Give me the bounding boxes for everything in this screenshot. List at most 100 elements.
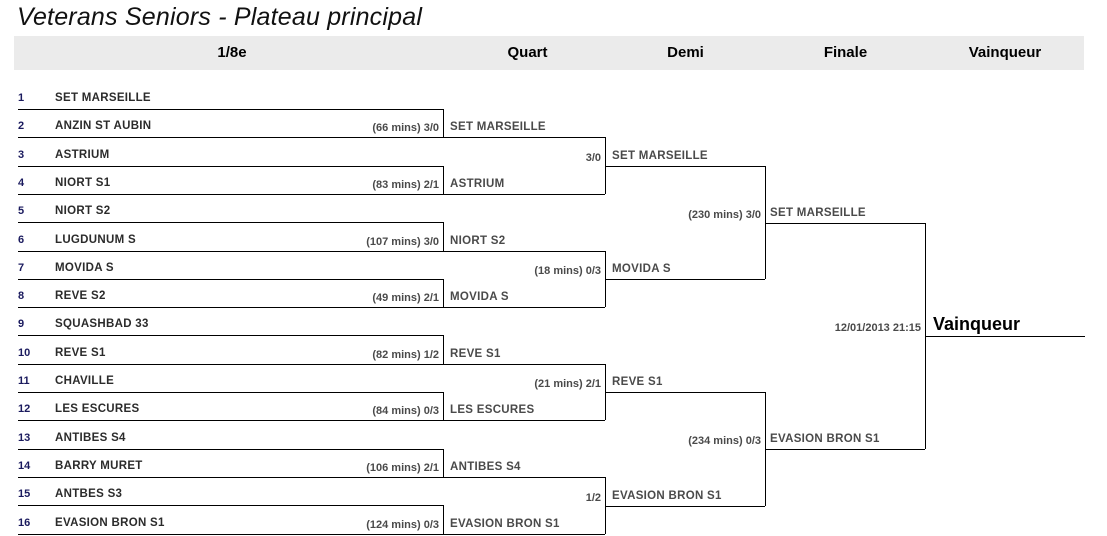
bracket-entry: 13 ANTIBES S4 (0, 431, 443, 459)
entry-underline (18, 307, 443, 308)
r1-pair-connector (443, 279, 444, 307)
entry-team-name: SET MARSEILLE (55, 92, 151, 104)
quarter-slot-line (447, 194, 605, 195)
quarter-to-semi-stub (605, 392, 609, 393)
quarter-slot-line (447, 137, 605, 138)
entry-underline (18, 251, 443, 252)
quarter-match-score: 3/0 (585, 152, 601, 164)
entry-team-name: REVE S2 (55, 290, 106, 302)
entry-seed-number: 12 (18, 403, 31, 415)
r1-pair-connector (443, 335, 444, 364)
r1-to-quarter-stub (443, 477, 447, 478)
entry-team-name: ASTRIUM (55, 149, 110, 161)
entry-seed-number: 9 (18, 318, 25, 330)
round-header-finale: Finale (823, 44, 868, 61)
entry-underline (18, 364, 443, 365)
bracket-entry: 10 REVE S1 (0, 346, 443, 374)
r1-pair-connector (443, 449, 444, 477)
semi-pair-connector (765, 166, 766, 279)
entry-team-name: LES ESCURES (55, 403, 140, 415)
entry-seed-number: 13 (18, 432, 31, 444)
round-header-quart: Quart (507, 44, 548, 61)
r1-match-score: (49 mins) 2/1 (372, 292, 439, 304)
entry-underline (18, 420, 443, 421)
entry-underline (18, 166, 443, 167)
r1-match-score: (82 mins) 1/2 (372, 349, 439, 361)
final-match-datetime: 12/01/2013 21:15 (834, 322, 921, 334)
semi-slot-line (609, 279, 765, 280)
quarter-advancing-team: MOVIDA S (450, 291, 509, 303)
r1-match-score: (106 mins) 2/1 (366, 462, 439, 474)
r1-match-score: (84 mins) 0/3 (372, 405, 439, 417)
semi-advancing-team: EVASION BRON S1 (612, 490, 722, 502)
entry-seed-number: 11 (18, 375, 30, 387)
r1-match-score: (66 mins) 3/0 (372, 122, 439, 134)
quarter-pair-connector (605, 137, 606, 194)
quarter-advancing-team: LES ESCURES (450, 404, 535, 416)
semi-advancing-team: MOVIDA S (612, 263, 671, 275)
semi-match-score: (230 mins) 3/0 (688, 209, 761, 221)
entry-team-name: ANTBES S3 (55, 488, 123, 500)
entry-underline (18, 392, 443, 393)
entry-team-name: BARRY MURET (55, 460, 143, 472)
entry-underline (18, 109, 443, 110)
quarter-pair-connector (605, 477, 606, 534)
r1-pair-connector (443, 392, 444, 420)
semi-slot-line (609, 506, 765, 507)
entry-underline (18, 505, 443, 506)
r1-pair-connector (443, 109, 444, 137)
quarter-advancing-team: ANTIBES S4 (450, 461, 521, 473)
winner-label: Vainqueur (933, 314, 1021, 334)
r1-to-quarter-stub (443, 307, 447, 308)
r1-match-score: (83 mins) 2/1 (372, 179, 439, 191)
semi-match-score: (234 mins) 0/3 (688, 435, 761, 447)
entry-underline (18, 335, 443, 336)
semi-slot-line (609, 166, 765, 167)
semi-slot-line (609, 392, 765, 393)
entry-seed-number: 8 (18, 290, 25, 302)
winner-line (925, 336, 1085, 337)
final-advancing-team: SET MARSEILLE (770, 207, 866, 219)
quarter-advancing-team: ASTRIUM (450, 178, 505, 190)
semi-to-final-stub (765, 223, 767, 224)
page-title: Veterans Seniors - Plateau principal (17, 3, 423, 31)
bracket-entry: 8 REVE S2 (0, 289, 443, 317)
quarter-slot-line (447, 251, 605, 252)
entry-underline (18, 449, 443, 450)
final-slot-line (767, 449, 925, 450)
entry-team-name: ANZIN ST AUBIN (55, 120, 152, 132)
semi-advancing-team: REVE S1 (612, 376, 663, 388)
quarter-match-score: (21 mins) 2/1 (534, 378, 601, 390)
quarter-advancing-team: EVASION BRON S1 (450, 518, 560, 530)
quarter-advancing-team: SET MARSEILLE (450, 121, 546, 133)
entry-team-name: NIORT S1 (55, 177, 111, 189)
quarter-to-semi-stub (605, 506, 609, 507)
entry-seed-number: 10 (18, 347, 31, 359)
quarter-match-score: (18 mins) 0/3 (534, 265, 601, 277)
r1-match-score: (107 mins) 3/0 (366, 236, 439, 248)
round-header-1-8e: 1/8e (217, 44, 247, 61)
entry-underline (18, 534, 443, 535)
r1-to-quarter-stub (443, 251, 447, 252)
entry-seed-number: 2 (18, 120, 25, 132)
r1-pair-connector (443, 166, 444, 194)
entry-seed-number: 14 (18, 460, 31, 472)
entry-seed-number: 6 (18, 234, 25, 246)
quarter-slot-line (447, 477, 605, 478)
quarter-to-semi-stub (605, 166, 609, 167)
round-header-demi: Demi (667, 44, 704, 61)
r1-to-quarter-stub (443, 420, 447, 421)
r1-to-quarter-stub (443, 137, 447, 138)
entry-seed-number: 3 (18, 149, 25, 161)
entry-team-name: REVE S1 (55, 347, 106, 359)
entry-underline (18, 477, 443, 478)
bracket-entry: 12 LES ESCURES (0, 402, 443, 430)
bracket-entry: 2 ANZIN ST AUBIN (0, 119, 443, 147)
quarter-match-score: 1/2 (585, 492, 601, 504)
entry-team-name: ANTIBES S4 (55, 432, 126, 444)
r1-pair-connector (443, 222, 444, 251)
semi-to-final-stub (765, 449, 767, 450)
